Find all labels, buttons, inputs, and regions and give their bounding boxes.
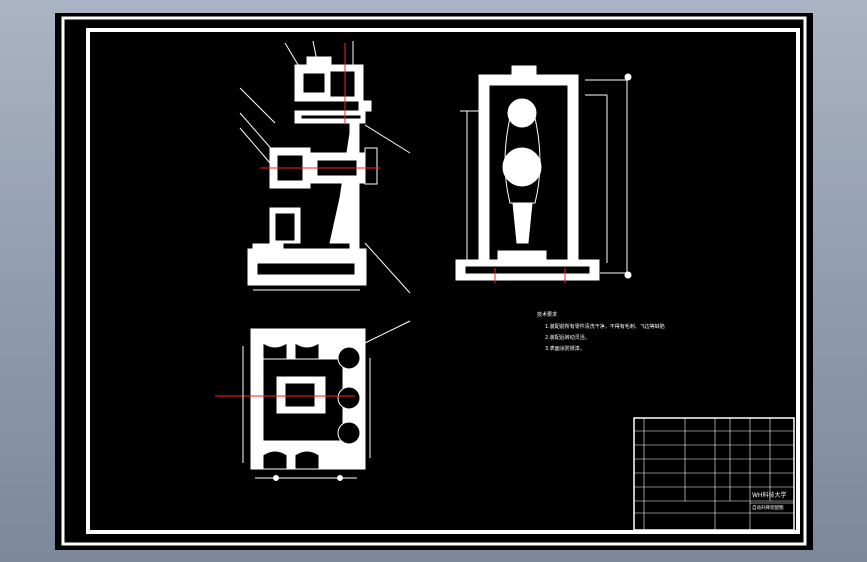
- title-block-school: WH科技大学: [752, 492, 787, 499]
- drawing-canvas: 技术要求 1.装配前所有零件清洗干净，不得有毛刺、飞边等缺陷 2.装配后转动灵活…: [55, 13, 813, 550]
- title-block-drawing-name: 自动升降装配图: [752, 506, 784, 511]
- tech-requirement-line-1: 1.装配前所有零件清洗干净，不得有毛刺、飞边等缺陷: [545, 324, 665, 330]
- title-block: [633, 417, 795, 531]
- cad-drawing: [61, 16, 807, 546]
- upper-pulley: [507, 98, 537, 128]
- lower-pulley: [502, 147, 542, 187]
- front-view: [455, 65, 632, 283]
- top-view: [215, 320, 411, 481]
- inner-border: [86, 28, 800, 534]
- outer-border: [61, 16, 807, 546]
- tech-requirements-title: 技术要求: [537, 312, 558, 318]
- side-view: [239, 40, 411, 294]
- tech-requirement-line-2: 2.装配后转动灵活。: [545, 335, 590, 341]
- tech-requirement-line-3: 3.表面涂防锈漆。: [545, 346, 585, 352]
